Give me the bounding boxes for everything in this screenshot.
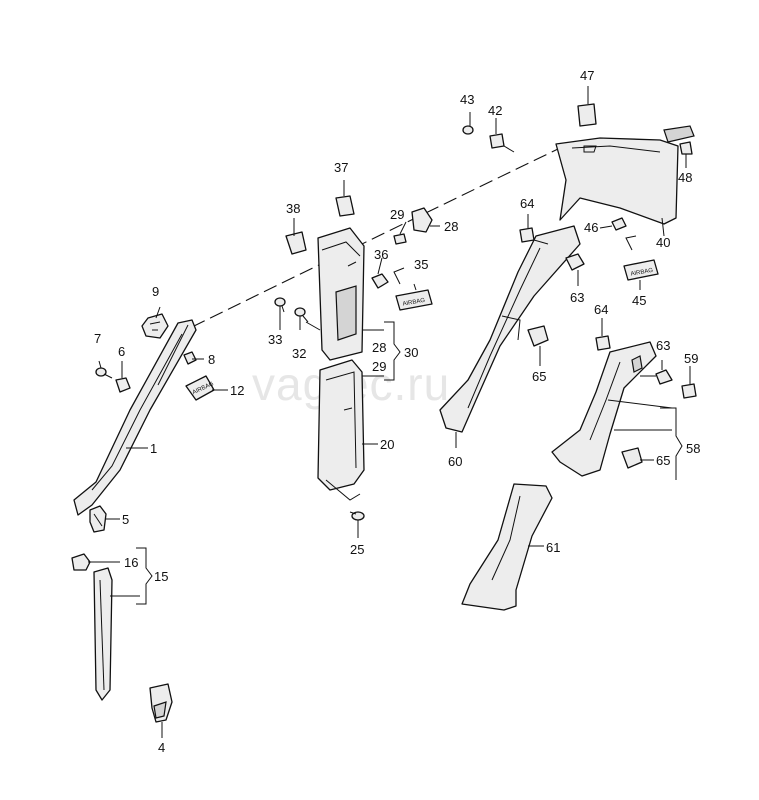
callout-36: 36 (374, 247, 388, 262)
callout-7: 7 (94, 331, 101, 346)
clip-47 (577, 103, 597, 127)
callout-64-lower: 64 (594, 302, 608, 317)
screw-29 (393, 233, 407, 245)
cover-4 (149, 683, 173, 723)
callout-35: 35 (414, 257, 428, 272)
screw-64-lower (595, 335, 611, 351)
roofline-dashed (191, 147, 561, 328)
a-pillar-trim (73, 319, 197, 516)
callout-28-lower: 28 (372, 340, 386, 355)
bracket-28 (411, 207, 433, 233)
screw-32 (294, 307, 309, 323)
callout-47: 47 (580, 68, 594, 83)
clip-65-upper (527, 325, 549, 347)
callout-59: 59 (684, 351, 698, 366)
clip-65-lower (621, 447, 643, 469)
callout-20: 20 (380, 437, 394, 452)
svg-text:AIRBAG: AIRBAG (402, 298, 426, 308)
callout-46: 46 (584, 220, 598, 235)
callout-25: 25 (350, 542, 364, 557)
clip-48 (679, 141, 693, 155)
clip-42 (489, 133, 505, 149)
clip-59 (681, 383, 697, 399)
screw-33 (274, 297, 286, 313)
clip-38 (285, 231, 307, 255)
callout-63-upper: 63 (570, 290, 584, 305)
callout-29-lower: 29 (372, 359, 386, 374)
airbag-tag-35: AIRBAG (393, 267, 433, 311)
screw-36 (371, 273, 389, 289)
c-pillar-upper-trim (555, 125, 695, 225)
callout-65-lower: 65 (656, 453, 670, 468)
callout-40: 40 (656, 235, 670, 250)
callout-29-upper: 29 (390, 207, 404, 222)
clip-9 (141, 313, 169, 339)
callout-61: 61 (546, 540, 560, 555)
screw-64-upper (519, 227, 535, 243)
callout-38: 38 (286, 201, 300, 216)
b-pillar-upper-trim (317, 227, 365, 361)
callout-15: 15 (154, 569, 168, 584)
b-pillar-lower-trim (317, 359, 365, 501)
callout-60: 60 (448, 454, 462, 469)
callout-45: 45 (632, 293, 646, 308)
callout-43: 43 (460, 92, 474, 107)
callout-37: 37 (334, 160, 348, 175)
screw-25 (349, 511, 365, 521)
callout-48: 48 (678, 170, 692, 185)
callout-33: 33 (268, 332, 282, 347)
callout-63-lower: 63 (656, 338, 670, 353)
svg-text:AIRBAG: AIRBAG (630, 268, 654, 278)
c-pillar-trim-60 (439, 225, 581, 433)
screw-63-upper (565, 253, 585, 271)
clip-37 (335, 195, 355, 217)
screw-7 (95, 367, 113, 379)
callout-16: 16 (124, 555, 138, 570)
airbag-tag-12: AIRBAG (185, 375, 215, 401)
callout-4: 4 (158, 740, 165, 755)
callout-32: 32 (292, 346, 306, 361)
screw-46 (611, 217, 627, 231)
callout-30: 30 (404, 345, 418, 360)
clip-6 (115, 377, 131, 393)
trim-61 (461, 483, 553, 611)
callout-8: 8 (208, 352, 215, 367)
screw-43 (462, 125, 474, 135)
callout-65-upper: 65 (532, 369, 546, 384)
airbag-tag-45: AIRBAG (623, 235, 659, 281)
callout-42: 42 (488, 103, 502, 118)
callout-58: 58 (686, 441, 700, 456)
lower-trim-15 (93, 567, 113, 701)
callout-28-upper: 28 (444, 219, 458, 234)
callout-1: 1 (150, 441, 157, 456)
callout-12: 12 (230, 383, 244, 398)
callout-5: 5 (122, 512, 129, 527)
screw-8 (183, 351, 197, 365)
clip-5 (89, 505, 107, 533)
callout-64-upper: 64 (520, 196, 534, 211)
callout-6: 6 (118, 344, 125, 359)
clip-16 (71, 553, 91, 571)
screw-63-lower (655, 369, 673, 385)
callout-9: 9 (152, 284, 159, 299)
d-pillar-trim-58 (551, 341, 657, 477)
